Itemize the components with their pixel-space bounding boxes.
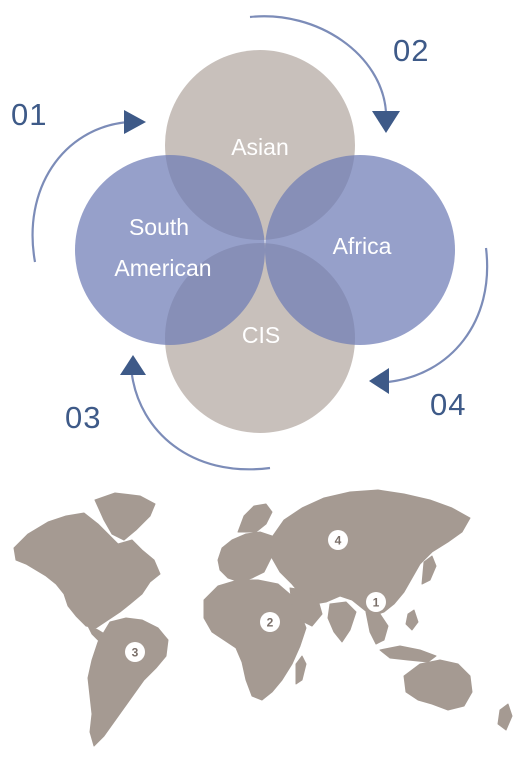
venn-circles [75, 50, 455, 433]
arrow-01-head [124, 110, 146, 134]
arrow-02-head [372, 111, 400, 133]
label-south: South [129, 214, 189, 240]
arrow-03-head [120, 355, 146, 375]
greenland-shape [94, 492, 156, 541]
step-number-04: 04 [430, 387, 466, 422]
marker-3-dot [125, 642, 145, 662]
marker-1: 1 [366, 592, 386, 612]
step-number-01: 01 [11, 97, 47, 132]
label-asian: Asian [231, 134, 289, 160]
marker-4: 4 [328, 530, 348, 550]
north-america-shape [13, 512, 161, 629]
madagascar-shape [295, 655, 307, 685]
marker-3: 3 [125, 642, 145, 662]
step-number-03: 03 [65, 400, 101, 435]
marker-4-label: 4 [335, 534, 342, 548]
africa-shape [203, 579, 307, 701]
cycle-arrowheads [120, 110, 400, 394]
marker-2-label: 2 [267, 616, 274, 630]
marker-1-label: 1 [373, 596, 380, 610]
india-shape [327, 601, 357, 643]
marker-3-label: 3 [132, 646, 139, 660]
label-american: American [114, 255, 211, 281]
marker-4-dot [328, 530, 348, 550]
circle-labels: Asian South American Africa CIS [114, 134, 391, 348]
arrow-03-path [130, 374, 271, 471]
circle-africa [265, 155, 455, 345]
step-numbers: 01 02 03 04 [11, 33, 466, 435]
marker-1-dot [366, 592, 386, 612]
arrow-04-path [387, 247, 489, 384]
arrow-01-path [31, 120, 129, 263]
australia-shape [403, 659, 473, 711]
label-cis: CIS [242, 322, 280, 348]
indonesia-shape [379, 645, 437, 663]
marker-2: 2 [260, 612, 280, 632]
arrow-02-path [249, 15, 388, 113]
world-map [13, 489, 513, 747]
cycle-arrows [31, 15, 489, 471]
philippines-shape [405, 609, 419, 631]
step-number-02: 02 [393, 33, 429, 68]
new-zealand-shape [497, 703, 513, 731]
label-africa: Africa [333, 233, 392, 259]
marker-2-dot [260, 612, 280, 632]
arrow-04-head [369, 368, 389, 394]
circle-south-american [75, 155, 265, 345]
map-markers: 1 2 3 4 [125, 530, 386, 662]
europe-shape [217, 531, 277, 583]
japan-shape [421, 555, 437, 585]
arabia-shape [289, 587, 323, 627]
scandinavia-shape [237, 503, 273, 533]
south-america-shape [87, 617, 169, 747]
southeast-asia-shape [365, 611, 389, 645]
